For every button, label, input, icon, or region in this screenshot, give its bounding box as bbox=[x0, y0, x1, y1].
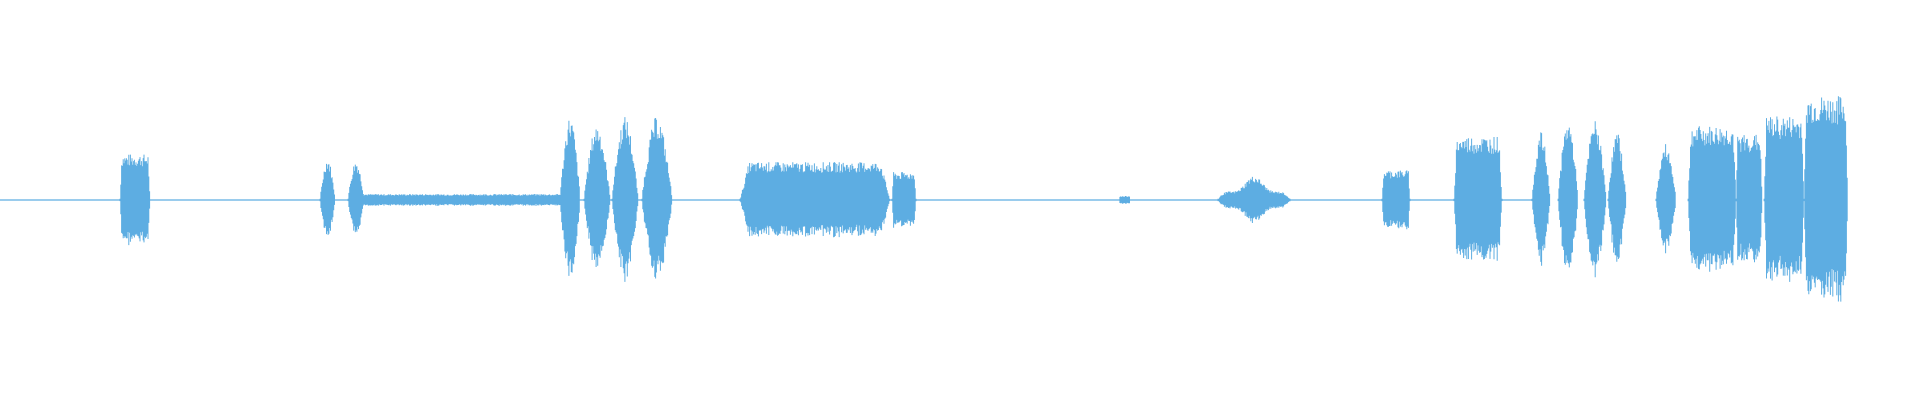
waveform-burst-19 bbox=[1735, 134, 1763, 263]
waveform-burst-21 bbox=[1803, 96, 1848, 302]
waveform-burst-6 bbox=[611, 117, 639, 282]
waveform-burst-12 bbox=[1453, 137, 1503, 261]
waveform-burst-16 bbox=[1607, 134, 1627, 262]
waveform-burst-13 bbox=[1531, 132, 1551, 266]
waveform-burst-18 bbox=[1687, 126, 1737, 272]
waveform-burst-20 bbox=[1763, 116, 1804, 282]
waveform-burst-15 bbox=[1583, 121, 1607, 278]
waveform-burst-3 bbox=[347, 164, 364, 233]
waveform-burst-11 bbox=[1381, 170, 1411, 230]
waveform-burst-17 bbox=[1655, 144, 1676, 254]
waveform-burst-2 bbox=[319, 163, 335, 235]
waveform-segments bbox=[119, 96, 1848, 302]
waveform-burst-9 bbox=[891, 172, 917, 228]
waveform-blip-1 bbox=[1119, 196, 1130, 204]
waveform-burst-4 bbox=[559, 120, 580, 276]
waveform-burst-10 bbox=[1217, 176, 1291, 223]
waveform-burst-14 bbox=[1557, 127, 1578, 268]
waveform-burst-5 bbox=[583, 129, 611, 267]
waveform-hum-1 bbox=[363, 194, 561, 206]
waveform-burst-7 bbox=[641, 118, 673, 279]
waveform-burst-8 bbox=[739, 162, 891, 238]
waveform-burst-1 bbox=[119, 154, 151, 246]
